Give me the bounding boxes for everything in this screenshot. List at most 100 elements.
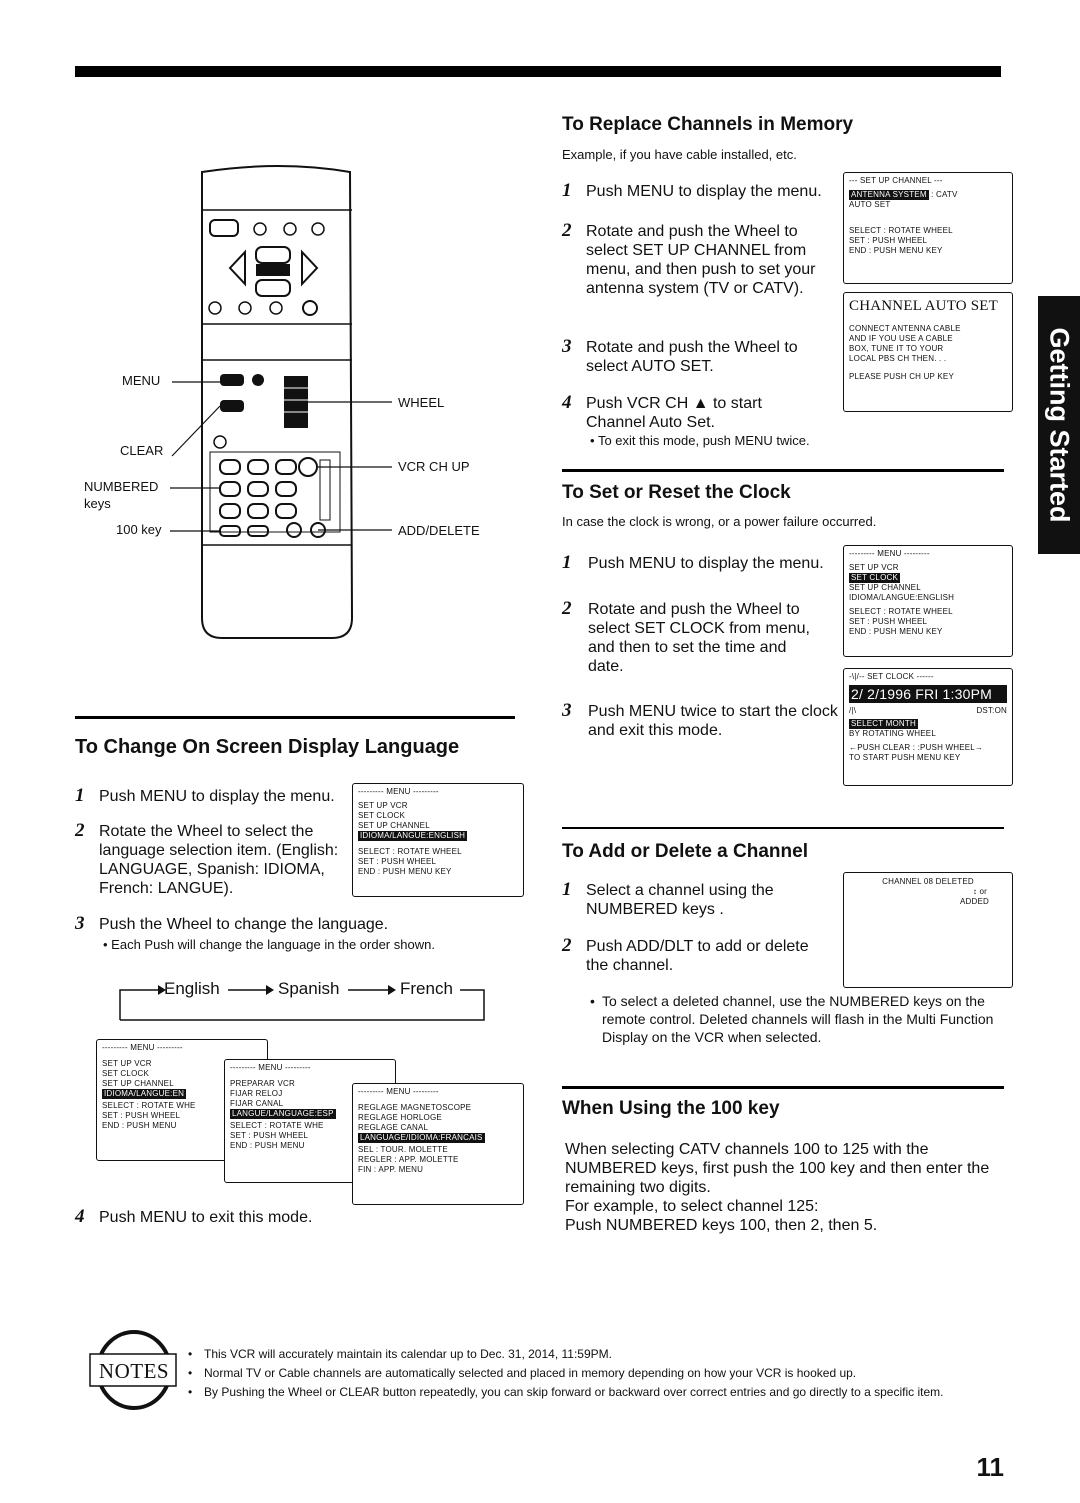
osd-header: --------- MENU --------- [102,1043,183,1052]
osd-item: SET UP CHANNEL [102,1079,174,1088]
osd-dst-arrows: /|\ [849,706,857,715]
osd-set-clock: -\|/-- SET CLOCK ------ 2/ 2/1996 FRI 1:… [843,668,1013,786]
remote-illustration: MENU CLEAR NUMBERED keys 100 key WHEEL V… [80,160,520,680]
callout-vcr-ch-up: VCR CH UP [398,459,470,474]
clock-step-3-num: 3 [562,700,572,721]
replace-step-2-num: 2 [562,220,572,241]
replace-step-3: Rotate and push the Wheel to select AUTO… [586,339,798,375]
callout-menu: MENU [122,373,161,388]
add-step-1-num: 1 [562,879,572,900]
section-rule [562,469,1004,472]
add-note-text: To select a deleted channel, use the NUM… [602,993,994,1045]
osd-row: FIN : APP. MENU [358,1165,424,1174]
osd-header: -\|/-- SET CLOCK ------ [849,672,934,681]
language-step-3: Push the Wheel to change the language. [99,916,389,933]
osd-item: FIJAR CANAL [230,1099,284,1108]
osd-by-rotating: BY ROTATING WHEEL [849,729,936,738]
key100-title: When Using the 100 key [562,1098,780,1119]
osd-menu-clock: --------- MENU --------- SET UP VCR SET … [843,545,1013,657]
language-step-1: Push MENU to display the menu. [99,788,335,805]
osd-footer: PLEASE PUSH CH UP KEY [849,372,954,381]
osd-setup-channel: --- SET UP CHANNEL --- ANTENNA SYSTEM : … [843,172,1013,284]
add-note: • To select a deleted channel, use the NU… [590,992,1010,1046]
language-step-3-num: 3 [75,913,85,934]
osd-item-selected: SET CLOCK [849,573,900,583]
osd-menu-french: --------- MENU --------- REGLAGE MAGNETO… [352,1083,524,1205]
bullet: • [590,993,595,1009]
osd-header: --------- MENU --------- [358,787,439,796]
callout-clear: CLEAR [120,443,164,458]
osd-row: SET : PUSH WHEEL [849,236,928,245]
replace-step-4-num: 4 [562,392,572,413]
callout-100-key: 100 key [116,522,162,537]
replace-note: • To exit this mode, push MENU twice. [590,433,810,448]
add-step-2-num: 2 [562,935,572,956]
note-item: This VCR will accurately maintain its ca… [188,1346,1008,1363]
page-number: 11 [976,1452,1005,1482]
callout-add-delete: ADD/DELETE [398,523,480,538]
osd-or: or [979,887,987,896]
osd-header: --------- MENU --------- [849,549,930,558]
osd-item: REGLAGE CANAL [358,1123,429,1132]
osd-antenna-label: ANTENNA SYSTEM [849,190,929,200]
osd-dst: DST:ON [976,706,1007,715]
replace-step-1-num: 1 [562,180,572,201]
language-step-2: Rotate the Wheel to select the language … [99,823,339,897]
key100-example: For example, to select channel 125: [565,1198,819,1215]
osd-row: SELECT : ROTATE WHEEL [849,226,953,235]
language-step-1-num: 1 [75,785,85,806]
osd-row: ←PUSH CLEAR : :PUSH WHEEL→ [849,743,984,752]
replace-step-1: Push MENU to display the menu. [586,183,822,200]
osd-item: SET CLOCK [358,811,405,820]
osd-item-selected: IDIOMA/LANGUE:ENGLISH [358,831,468,841]
clock-step-3: Push MENU twice to start the clock and e… [588,703,838,739]
osd-item: SET UP CHANNEL [849,583,921,592]
osd-item-selected: LANGUAGE/IDIOMA:FRANCAIS [358,1133,485,1143]
top-rule [75,66,1001,77]
key100-instruction: Push NUMBERED keys 100, then 2, then 5. [565,1217,878,1234]
language-step-4: Push MENU to exit this mode. [99,1209,313,1226]
osd-line: CONNECT ANTENNA CABLE [849,324,961,333]
clock-step-1: Push MENU to display the menu. [588,555,824,572]
osd-deleted-line: CHANNEL 08 DELETED [882,877,974,886]
osd-row: END : PUSH MENU KEY [358,867,452,876]
osd-item: SET UP VCR [102,1059,152,1068]
osd-datetime: 2/ 2/1996 FRI 1:30PM [849,685,1007,703]
clock-intro: In case the clock is wrong, or a power f… [562,514,877,529]
osd-row: END : PUSH MENU [230,1141,305,1150]
remote-control-drawing [170,165,392,639]
callout-keys: keys [84,496,111,511]
osd-menu-language: --------- MENU --------- SET UP VCR SET … [352,783,524,897]
cycle-english: English [164,979,220,998]
osd-item: SET UP CHANNEL [358,821,430,830]
osd-line: AND IF YOU USE A CABLE [849,334,953,343]
clock-title: To Set or Reset the Clock [562,482,791,503]
osd-row: REGLER : APP. MOLETTE [358,1155,459,1164]
section-rule [562,1086,1004,1089]
notes-list: This VCR will accurately maintain its ca… [188,1346,1008,1403]
osd-item: FIJAR RELOJ [230,1089,283,1098]
osd-row: SET : PUSH WHEEL [358,857,437,866]
clock-step-1-num: 1 [562,552,572,573]
osd-row: SELECT : ROTATE WHE [102,1101,196,1110]
osd-header: --------- MENU --------- [230,1063,311,1072]
language-step-2-num: 2 [75,820,85,841]
cycle-french: French [400,979,453,998]
osd-line: LOCAL PBS CH THEN. . . [849,354,947,363]
language-cycle: English Spanish French [118,976,488,1022]
section-rule [75,716,515,719]
callout-wheel: WHEEL [398,395,445,410]
cycle-arrows [119,985,485,1021]
osd-item-selected: IDIOMA/LANGUE:EN [102,1089,187,1099]
language-step-4-num: 4 [75,1206,85,1227]
osd-item-selected: LANGUE/LANGUAGE:ESP [230,1109,336,1119]
osd-auto-set: AUTO SET [849,200,891,209]
osd-row: TO START PUSH MENU KEY [849,753,961,762]
clock-step-2-num: 2 [562,598,572,619]
section-tab-label: Getting Started [1044,327,1075,523]
osd-row: SET : PUSH WHEEL [102,1111,181,1120]
osd-row: SELECT : ROTATE WHE [230,1121,324,1130]
language-note: • Each Push will change the language in … [103,937,435,952]
osd-row: END : PUSH MENU KEY [849,246,943,255]
add-step-2: Push ADD/DLT to add or delete the channe… [586,938,809,974]
